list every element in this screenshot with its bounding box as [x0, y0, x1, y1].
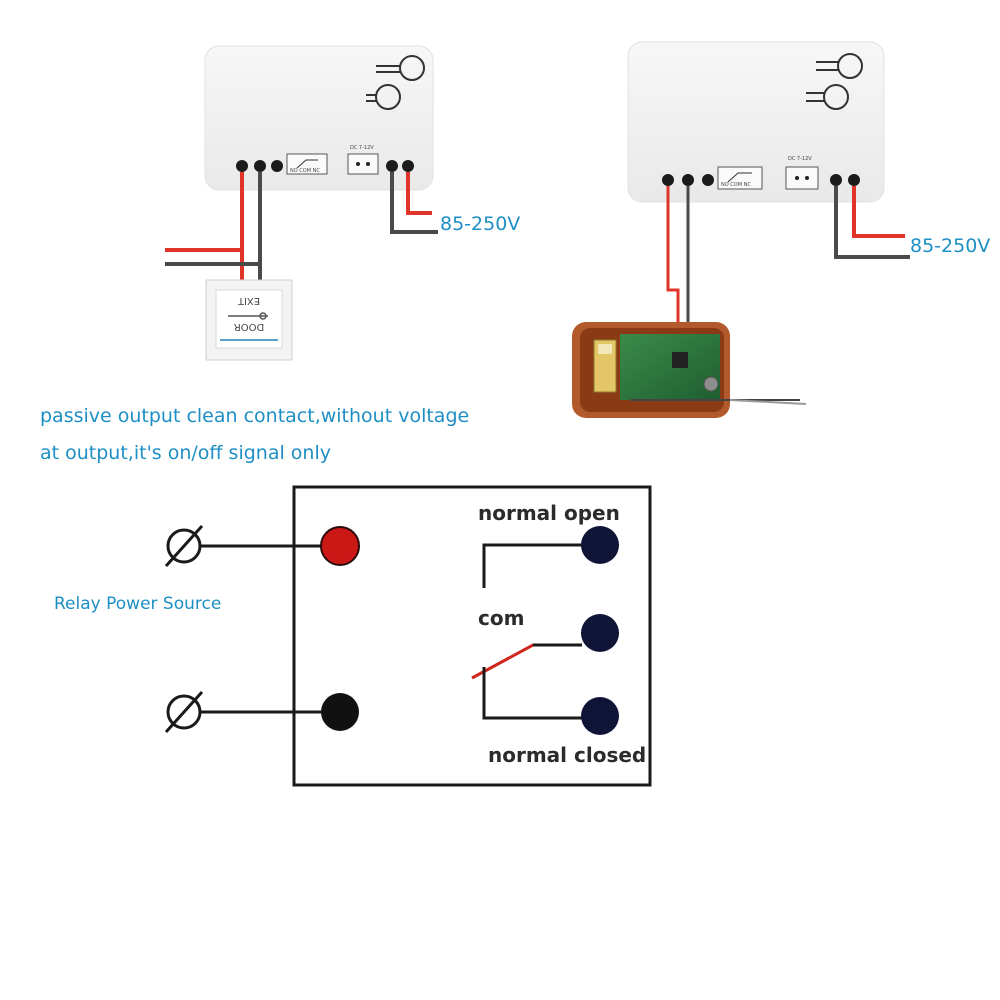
switch-label-exit: EXIT — [237, 295, 260, 306]
svg-text:NO COM NC: NO COM NC — [721, 182, 751, 188]
svg-text:DC 7-12V: DC 7-12V — [788, 156, 812, 162]
note-line-2: at output,it's on/off signal only — [40, 442, 331, 464]
remote-receiver-board — [572, 322, 807, 418]
voltage-label-right: 85-250V — [910, 235, 990, 257]
relay-schematic: normal open com normal closed — [164, 485, 652, 787]
switch-label-door: DOOR — [234, 321, 264, 332]
learn-button-icon — [366, 55, 425, 110]
relay-module-left: NO COM NC DC 7-12V EXIT DOOR 85-250V — [165, 45, 520, 361]
contact-normal-closed — [482, 667, 619, 735]
learn-button-icon — [806, 53, 863, 110]
terminal-block-left: NO COM NC DC 7-12V — [236, 145, 414, 175]
power-terminal-top — [164, 524, 360, 568]
svg-text:NO COM NC: NO COM NC — [290, 168, 320, 174]
label-normal-open: normal open — [478, 501, 620, 525]
label-normal-closed: normal closed — [488, 743, 646, 767]
relay-module-right: NO COM NC DC 7-12V 85-250V — [572, 41, 990, 418]
voltage-label-left: 85-250V — [440, 213, 520, 235]
label-com: com — [478, 606, 524, 630]
contact-com — [471, 614, 619, 680]
door-exit-switch: EXIT DOOR — [205, 279, 293, 361]
svg-text:DC 7-12V: DC 7-12V — [350, 145, 374, 151]
power-terminal-bottom — [164, 690, 359, 734]
contact-normal-open — [482, 526, 619, 588]
note-line-1: passive output clean contact,without vol… — [40, 405, 469, 427]
relay-power-source-label: Relay Power Source — [54, 594, 221, 614]
terminal-block-right: NO COM NC DC 7-12V — [662, 156, 860, 190]
